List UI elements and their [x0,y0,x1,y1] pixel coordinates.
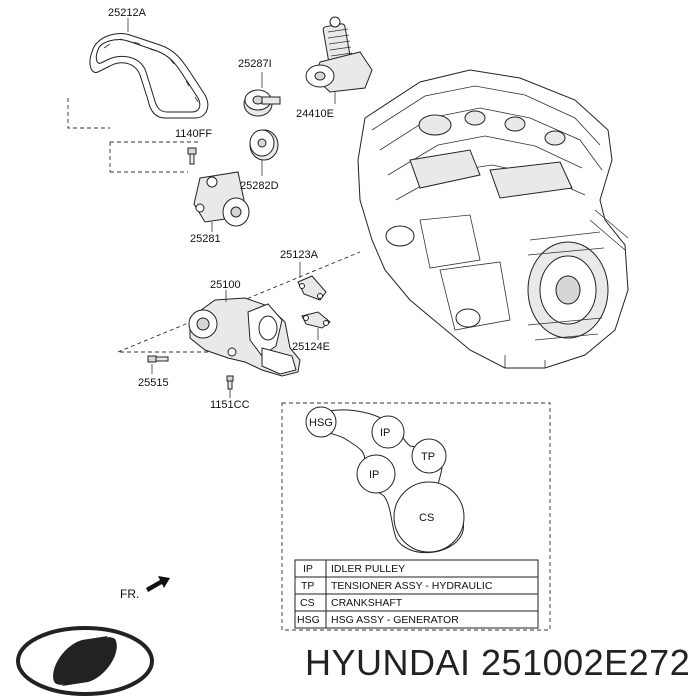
legend-table: IP IDLER PULLEY TP TENSIONER ASSY - HYDR… [294,559,539,629]
pulley-circle-ip-bottom [356,454,396,494]
pulley-25282d [249,129,279,176]
front-marker: FR. [120,576,170,601]
engine-block [357,69,629,369]
belt-25212a [89,33,209,119]
bolt-1151cc [226,375,234,398]
legend-code-cs: CS [300,597,315,609]
label-24410e: 24410E [296,108,334,120]
belt-routing-schematic: HSG IP TP IP CS [305,406,465,553]
label-25287i: 25287I [238,58,272,70]
circle-label-tp: TP [421,451,435,463]
label-1151cc: 1151CC [210,399,250,411]
circle-label-ip-top: IP [380,427,390,439]
idler-pulley-25287i [243,72,281,117]
legend-code-ip: IP [303,563,313,575]
label-25100: 25100 [210,279,241,291]
bolt-1140ff [187,147,197,165]
legend-desc-cs: CRANKSHAFT [331,597,403,609]
front-marker-label: FR. [120,587,139,601]
label-25282d: 25282D [240,180,279,192]
legend-code-tp: TP [301,580,314,592]
legend-desc-ip: IDLER PULLEY [331,563,405,575]
label-25124e: 25124E [292,341,330,353]
circle-label-hsg: HSG [309,417,333,429]
product-caption: HYUNDAI 251002E272 [305,642,691,683]
hydraulic-tensioner-24410e [305,16,373,104]
circle-label-cs: CS [419,512,434,524]
circle-label-ip-bottom: IP [369,469,379,481]
label-25281: 25281 [190,233,221,245]
pulley-circle-hsg [305,406,337,438]
front-arrow-icon [146,576,170,592]
legend-code-hsg: HSG [297,614,320,626]
legend-desc-tp: TENSIONER ASSY - HYDRAULIC [331,580,493,592]
bolt-25515 [147,355,169,374]
label-25515: 25515 [138,377,169,389]
pulley-circle-tp [411,438,447,474]
hyundai-logo-icon [16,626,154,696]
label-25212a: 25212A [108,7,147,19]
fitting-25124e [301,311,331,340]
bracket-25281 [193,171,250,232]
legend-desc-hsg: HSG ASSY - GENERATOR [331,614,459,626]
pulley-circle-ip-top [371,415,405,449]
gasket-25123a [297,262,327,301]
belt-routing-box [281,402,551,631]
label-1140ff: 1140FF [175,128,212,140]
water-pump-25100 [188,290,301,377]
pulley-circle-cs [393,481,465,553]
label-25123a: 25123A [280,249,319,261]
